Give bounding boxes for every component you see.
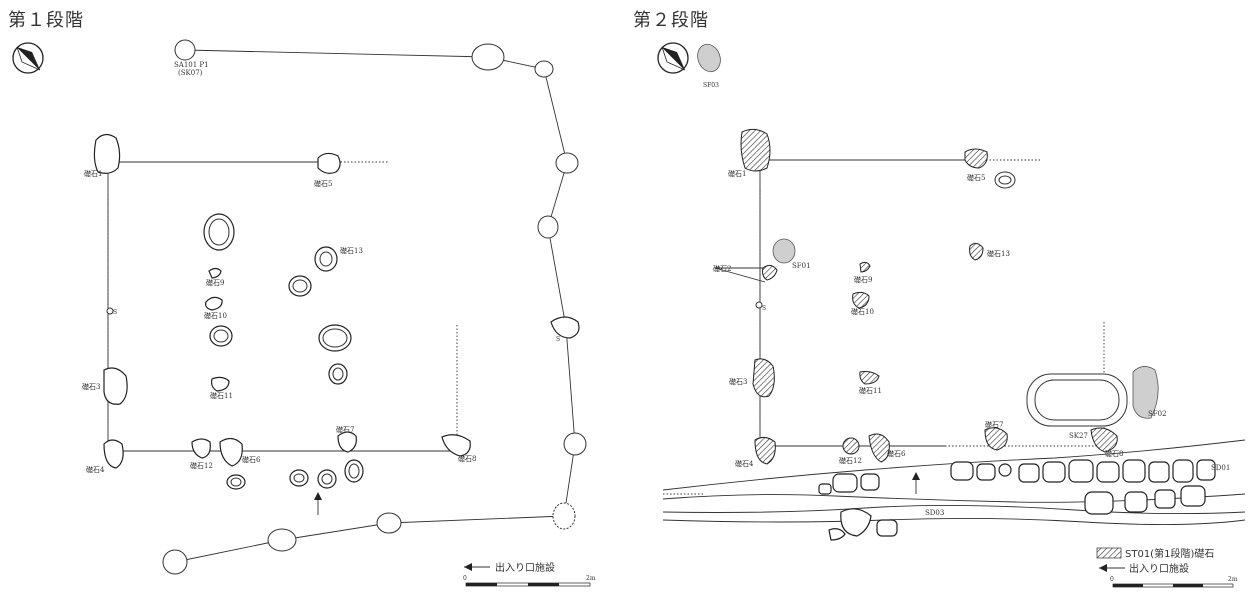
plan-stage-2: 第２段階 [625, 0, 1251, 594]
legend: 出入り口施設 [464, 561, 555, 574]
label-sk27: SK27 [1069, 432, 1088, 440]
label-sk07: (SK07) [178, 69, 203, 77]
label-sa101: SA101 P1 [174, 61, 209, 69]
legend-entrance: 出入り口施設 [1129, 562, 1189, 575]
label-stone-8: 礎石8 [1105, 449, 1123, 458]
label-stone-10: 礎石10 [851, 307, 874, 316]
label-stone-6: 礎石6 [242, 455, 261, 464]
pit-sk27 [1026, 373, 1128, 427]
label-stone-11: 礎石11 [210, 391, 233, 400]
label-stone-3: 礎石3 [729, 377, 747, 386]
building-frame [107, 161, 458, 452]
label-stone-5: 礎石5 [314, 179, 332, 188]
fence-post-line [162, 39, 587, 575]
label-stone-8: 礎石8 [458, 454, 476, 463]
label-sd01: SD01 [1211, 464, 1230, 472]
label-stone-12: 礎石12 [839, 456, 862, 465]
ditch-stones [818, 459, 1216, 541]
scale-max: 2m [586, 575, 596, 582]
label-stone-4: 礎石4 [735, 459, 754, 468]
label-stone-7: 礎石7 [336, 425, 354, 434]
plan-stage-1: 第１段階 [0, 0, 625, 594]
scale-bar: 0 2m [463, 575, 596, 587]
scale-zero: 0 [1110, 576, 1114, 583]
label-sd03: SD03 [925, 509, 944, 517]
legend-st01: ST01(第1段階)礎石 [1125, 547, 1214, 560]
label-stone-9: 礎石9 [206, 278, 224, 287]
label-stone-11: 礎石11 [859, 386, 882, 395]
scale-bar: 0 2m [1110, 576, 1238, 588]
label-stone-9: 礎石9 [854, 275, 872, 284]
label-stone-13: 礎石13 [987, 249, 1010, 258]
label-s-1: S [762, 305, 766, 312]
label-stone-12: 礎石12 [190, 461, 213, 470]
label-stone-5: 礎石5 [967, 173, 985, 182]
entrance-arrow-icon [314, 492, 322, 515]
label-stone-3: 礎石3 [82, 382, 100, 391]
feature-sf01 [772, 238, 796, 264]
scale-zero: 0 [463, 575, 467, 582]
label-stone-4: 礎石4 [86, 465, 105, 474]
label-s-1: S [113, 309, 117, 316]
north-arrow-icon [12, 42, 44, 74]
label-sf03: SF03 [703, 82, 719, 89]
label-stone-6: 礎石6 [887, 449, 906, 458]
legend: ST01(第1段階)礎石 出入り口施設 [1096, 547, 1214, 575]
foundation-stones [93, 133, 580, 490]
legend-hatch-swatch [1096, 547, 1122, 559]
label-sf01: SF01 [792, 262, 811, 270]
foundation-stones [740, 128, 1118, 465]
plan-drawing: SF03 礎石1 礎石5 礎石13 礎石2 SF01 礎石9 礎石10 S 礎石… [657, 42, 1246, 588]
label-s-2: S [556, 336, 560, 343]
label-stone-1: 礎石1 [84, 169, 102, 178]
label-stone-13: 礎石13 [340, 246, 363, 255]
label-sf02: SF02 [1148, 410, 1167, 418]
north-arrow-icon [657, 42, 689, 74]
plan-title: 第２段階 [633, 10, 709, 31]
feature-sf02 [1132, 366, 1159, 419]
label-stone-7: 礎石7 [985, 420, 1003, 429]
entrance-arrow-icon [912, 472, 920, 494]
label-stone-1: 礎石1 [728, 169, 746, 178]
plan-drawing: SA101 P1 (SK07) 礎石1 礎石5 礎石13 礎石9 礎石10 S … [12, 39, 596, 587]
label-stone-2: 礎石2 [713, 264, 731, 273]
plan-title: 第１段階 [8, 10, 84, 31]
legend-entrance: 出入り口施設 [495, 561, 555, 574]
label-stone-10: 礎石10 [204, 311, 227, 320]
scale-max: 2m [1228, 576, 1238, 583]
